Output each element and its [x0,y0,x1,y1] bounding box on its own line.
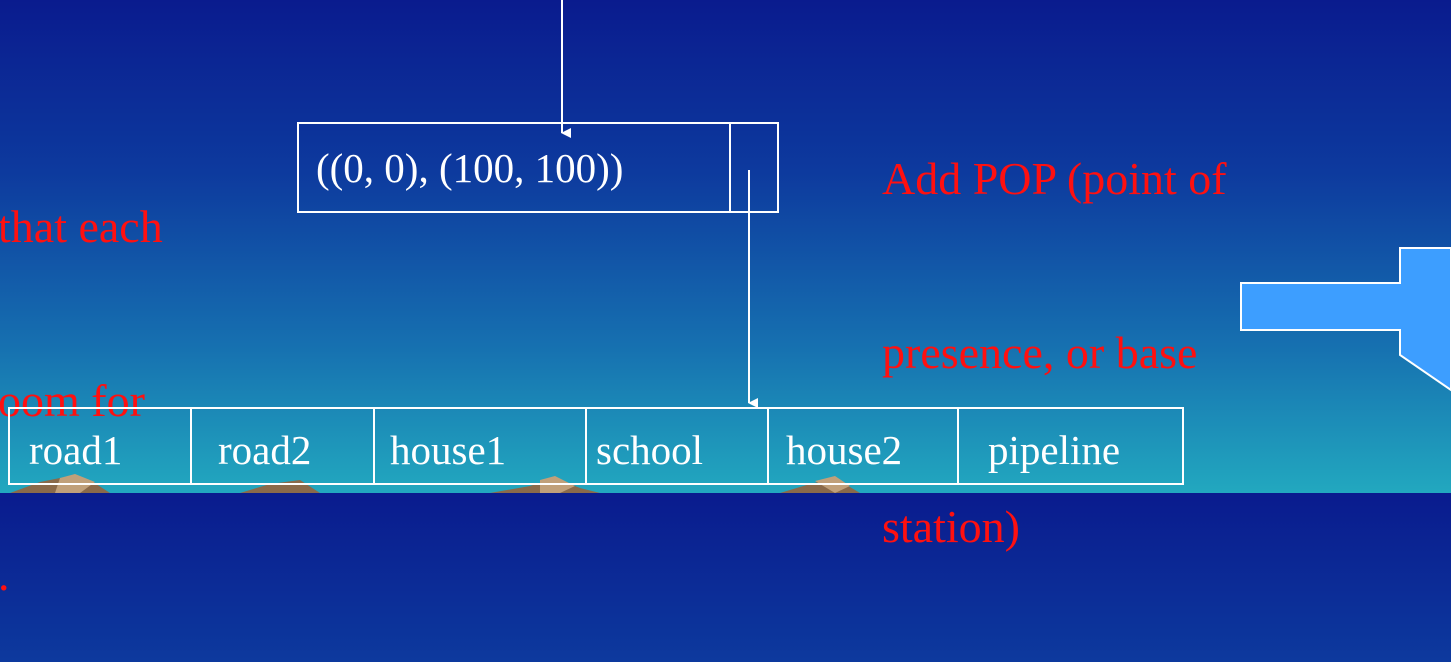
left-annotation-line-3: . [0,546,163,604]
right-annotation-line-3: station) [882,501,1020,552]
leaf-cell-road1: road1 [29,427,123,473]
leaf-cell-road2: road2 [218,427,312,473]
right-annotation-line-2: presence, or base [882,327,1198,378]
left-annotation: that each oom for . [0,82,163,662]
leaf-node [8,407,1184,485]
right-annotation-line-1: Add POP (point of [882,153,1227,204]
leaf-cell-house1: house1 [390,427,507,473]
tree-diagram [8,122,1451,493]
leaf-cell-school: school [596,427,704,473]
left-annotation-line-2: oom for [0,375,145,426]
root-node [297,122,779,213]
left-annotation-line-1: that each [0,201,163,252]
leaf-cell-house2: house2 [786,427,903,473]
root-node-label: ((0, 0), (100, 100)) [316,145,624,191]
right-arrow-icon[interactable] [1240,247,1451,392]
leaf-cell-pipeline: pipeline [988,427,1121,473]
